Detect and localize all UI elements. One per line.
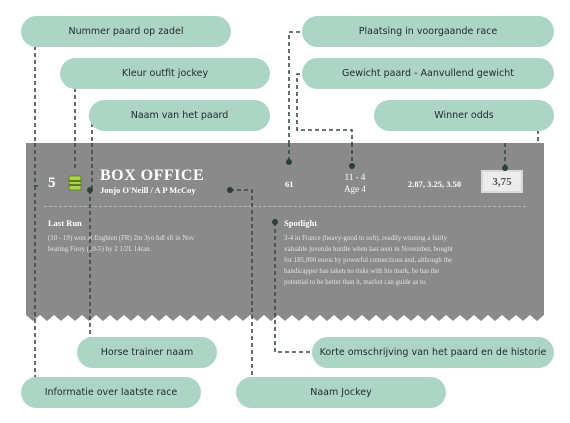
pill-weight: Gewicht paard - Aanvullend gewicht xyxy=(302,58,554,89)
saddle-number: 5 xyxy=(48,175,56,191)
spotlight-line: 3-4 in France (heavy-good to soft), read… xyxy=(284,235,448,242)
previous-placing: 61 xyxy=(285,179,294,189)
jockey-jersey-icon xyxy=(68,175,82,191)
spotlight-title: Spotlight xyxy=(284,218,318,228)
winner-odds-button[interactable]: 3,75 xyxy=(481,170,523,193)
zigzag-edge xyxy=(26,315,544,323)
spotlight-line: potential to be better than it, market c… xyxy=(284,279,428,286)
spotlight-line: for 185,000 euros by powerful connection… xyxy=(284,257,453,264)
odds-list: 2.87, 3.25, 3.50 xyxy=(408,179,462,189)
last-run-text: (10 - 19) won at Enghien (FR) 2m 3yo hdl… xyxy=(48,233,273,255)
spotlight-line: valuable juvenile hurdle when last seen … xyxy=(284,246,453,253)
last-run-line: beating Firoy (10-5) by 2 1/2L 14ran. xyxy=(48,246,152,253)
pill-saddle-number: Nummer paard op zadel xyxy=(21,16,231,47)
pill-winner-odds: Winner odds xyxy=(374,100,554,131)
weight-value: 11 - 4 xyxy=(344,172,366,182)
horse-name: BOX OFFICE xyxy=(100,167,205,184)
age-value: Age 4 xyxy=(344,184,366,194)
divider xyxy=(44,206,526,207)
jockey-trainer: Jonjo O'Neill / A P McCoy xyxy=(100,185,196,195)
spotlight-text: 3-4 in France (heavy-good to soft), read… xyxy=(284,233,532,288)
pill-jockey-name: Naam Jockey xyxy=(236,377,446,408)
spotlight-line: handicapper has taken no risks with his … xyxy=(284,268,440,275)
last-run-title: Last Run xyxy=(48,218,82,228)
pill-horse-name: Naam van het paard xyxy=(89,100,270,131)
last-run-line: (10 - 19) won at Enghien (FR) 2m 3yo hdl… xyxy=(48,235,195,242)
pill-trainer-name: Horse trainer naam xyxy=(77,337,217,368)
pill-last-race-info: Informatie over laatste race xyxy=(21,377,201,408)
pill-previous-placing: Plaatsing in voorgaande race xyxy=(302,16,554,47)
race-card: 5 BOX OFFICE Jonjo O'Neill / A P McCoy 6… xyxy=(26,143,544,323)
pill-description: Korte omschrijving van het paard en de h… xyxy=(312,337,554,368)
pill-jockey-colours: Kleur outfit jockey xyxy=(60,58,270,89)
